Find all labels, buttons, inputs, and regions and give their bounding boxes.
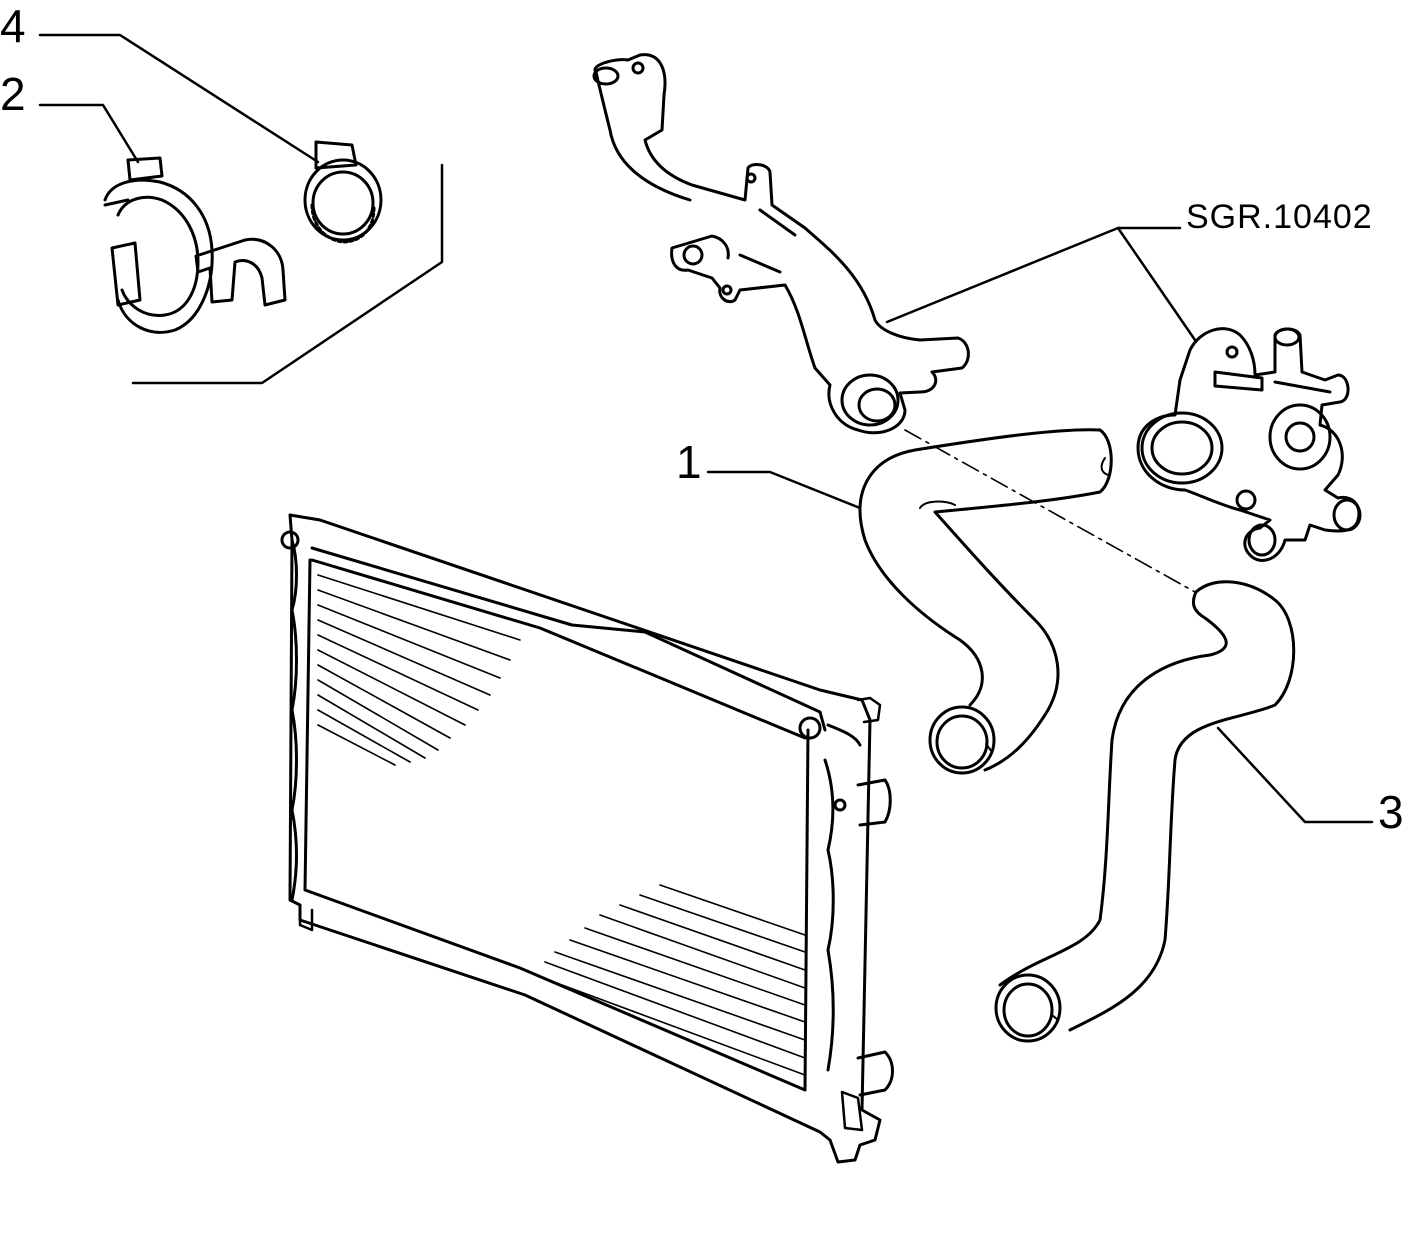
leader-sgr-thermostat [1116,226,1197,342]
leader-3 [1216,726,1374,824]
spring-clamp-part-2 [103,156,287,334]
lower-radiator-hose-part-3 [994,580,1296,1043]
callout-label-1: 1 [676,436,702,488]
leader-1 [706,470,862,510]
callout-label-2: 2 [0,68,26,120]
leader-4 [38,33,320,164]
clip-group-bracket [131,163,444,385]
radiator-fins-upper [317,574,521,766]
callout-label-3: 3 [1378,786,1404,838]
callout-leaders [38,33,1374,824]
thermostat-housing [1136,327,1362,562]
hose-clamp-part-4 [303,140,383,244]
leader-sgr [885,226,1182,324]
radiator-fins-lower [534,884,806,1076]
upper-radiator-hose-part-1 [858,428,1113,775]
alignment-line [904,429,1196,593]
leader-2 [38,103,140,164]
callout-label-4: 4 [0,0,26,52]
radiator [280,513,894,1164]
water-pipe [592,53,970,435]
reference-code: SGR.10402 [1186,198,1373,236]
